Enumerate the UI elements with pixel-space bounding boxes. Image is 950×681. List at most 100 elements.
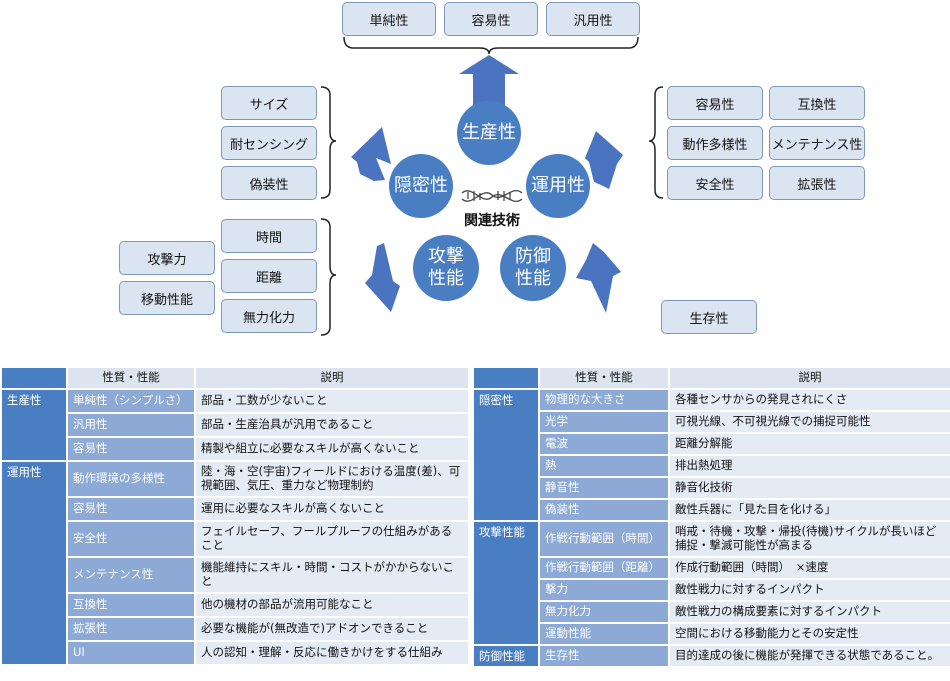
description-cell: 可視光線、不可視光線での捕捉可能性 xyxy=(670,412,950,432)
table-row: 電波 距離分解能 xyxy=(474,434,950,454)
description-cell: 機能維持にスキル・時間・コストがかからないこと xyxy=(196,558,468,592)
table-row: 安全性 フェイルセーフ、フールプルーフの仕組みがあること xyxy=(2,522,468,556)
description-cell: 哨戒・待機・攻撃・帰投(待機)サイクルが長いほど捕捉・撃滅可能性が高まる xyxy=(670,522,950,556)
description-cell: 他の機材の部品が流用可能なこと xyxy=(196,594,468,616)
property-cell: 汎用性 xyxy=(68,414,194,436)
table-right-header: 性質・性能 説明 xyxy=(474,368,950,388)
arrow-attack xyxy=(365,243,400,312)
box-attack-power: 攻撃力 xyxy=(119,241,215,275)
box-attack-distance: 距離 xyxy=(221,259,317,293)
table-row: 生産性 単純性（シンプルさ） 部品・工数が少ないこと xyxy=(2,390,468,460)
property-cell: 作戦行動範囲（時間） xyxy=(540,522,668,556)
property-cell: 動作環境の多様性 xyxy=(68,462,194,496)
table-left-header-desc: 説明 xyxy=(196,368,468,388)
description-cell: 作成行動範囲（時間） ×速度 xyxy=(670,558,950,578)
description-cell: 部品・工数が少ないこと xyxy=(196,390,468,412)
circle-operation: 運用性 xyxy=(526,154,590,218)
box-stealth-camouflage: 偽装性 xyxy=(221,166,317,200)
box-attack-mobility: 移動性能 xyxy=(119,281,215,315)
circle-attack: 攻撃 性能 xyxy=(413,235,479,301)
property-cell: 物理的な大きさ xyxy=(540,390,668,410)
description-cell: 運用に必要なスキルが高くないこと xyxy=(196,498,468,520)
box-operation-maintenance: メンテナンス性 xyxy=(769,126,865,160)
table-row: 熱 排出熱処理 xyxy=(474,456,950,476)
brace-production xyxy=(343,36,639,55)
circle-production-label: 生産性 xyxy=(462,121,516,143)
brace-attack xyxy=(320,218,337,336)
description-cell: 敵性兵器に「見た目を化ける」 xyxy=(670,500,950,520)
table-right-header-blank xyxy=(474,368,538,388)
box-operation-diversity: 動作多様性 xyxy=(667,126,763,160)
circle-operation-label: 運用性 xyxy=(531,174,585,196)
table-row: 容易性 精製や組立に必要なスキルが高くないこと xyxy=(2,438,468,460)
property-cell: 互換性 xyxy=(68,594,194,616)
property-cell: メンテナンス性 xyxy=(68,558,194,592)
category-cell: 防御性能 xyxy=(474,646,538,666)
table-left-header-prop: 性質・性能 xyxy=(68,368,194,388)
table-row: 容易性 運用に必要なスキルが高くないこと xyxy=(2,498,468,520)
arrow-stealth xyxy=(351,127,391,181)
property-cell: 容易性 xyxy=(68,438,194,460)
circle-production: 生産性 xyxy=(457,101,521,165)
property-cell: 運動性能 xyxy=(540,624,668,644)
property-cell: UI xyxy=(68,642,194,664)
table-left-header-blank xyxy=(2,368,66,388)
arrow-defense xyxy=(576,243,621,313)
table-right-header-desc: 説明 xyxy=(670,368,950,388)
circle-attack-line1: 攻撃 xyxy=(428,245,464,267)
table-row: 静音性 静音化技術 xyxy=(474,478,950,498)
circle-attack-line2: 性能 xyxy=(428,268,464,289)
dna-icon xyxy=(461,190,523,202)
category-cell: 攻撃性能 xyxy=(474,522,538,644)
circle-stealth-label: 隠密性 xyxy=(394,174,448,196)
property-cell: 光学 xyxy=(540,412,668,432)
property-cell: 撃力 xyxy=(540,580,668,600)
table-left-header: 性質・性能 説明 xyxy=(2,368,468,388)
description-cell: 人の認知・理解・反応に働きかけをする仕組み xyxy=(196,642,468,664)
property-cell: 熱 xyxy=(540,456,668,476)
box-operation-compatibility: 互換性 xyxy=(769,86,865,120)
table-left: 性質・性能 説明 生産性 単純性（シンプルさ） 部品・工数が少ないこと 汎用性 … xyxy=(0,366,470,666)
description-cell: フェイルセーフ、フールプルーフの仕組みがあること xyxy=(196,522,468,556)
table-right: 性質・性能 説明 隠密性 物理的な大きさ 各種センサからの発見されにくさ 光学 … xyxy=(472,366,950,668)
circle-stealth: 隠密性 xyxy=(389,154,453,218)
description-cell: 部品・生産治具が汎用であること xyxy=(196,414,468,436)
table-row: UI 人の認知・理解・反応に働きかけをする仕組み xyxy=(2,642,468,664)
property-cell: 作戦行動範囲（距離） xyxy=(540,558,668,578)
table-row: 運動性能 空間における移動能力とその安定性 xyxy=(474,624,950,644)
table-row: 拡張性 必要な機能が(無改造で)アドオンできること xyxy=(2,618,468,640)
circle-defense-line1: 防御 xyxy=(515,245,551,267)
box-defense-survivability: 生存性 xyxy=(661,300,757,334)
property-cell: 単純性（シンプルさ） xyxy=(68,390,194,412)
table-row: 防御性能 生存性 目的達成の後に機能が発揮できる状態であること。 xyxy=(474,646,950,666)
box-attack-neutralization: 無力化力 xyxy=(221,299,317,333)
property-cell: 偽装性 xyxy=(540,500,668,520)
box-stealth-size: サイズ xyxy=(221,86,317,120)
table-row: 攻撃性能 作戦行動範囲（時間） 哨戒・待機・攻撃・帰投(待機)サイクルが長いほど… xyxy=(474,522,950,644)
description-cell: 必要な機能が(無改造で)アドオンできること xyxy=(196,618,468,640)
description-cell: 静音化技術 xyxy=(670,478,950,498)
box-operation-extensibility: 拡張性 xyxy=(769,166,865,200)
property-cell: 電波 xyxy=(540,434,668,454)
description-cell: 各種センサからの発見されにくさ xyxy=(670,390,950,410)
box-attack-time: 時間 xyxy=(221,219,317,253)
category-cell: 運用性 xyxy=(2,462,66,664)
table-row: 互換性 他の機材の部品が流用可能なこと xyxy=(2,594,468,616)
property-cell: 拡張性 xyxy=(68,618,194,640)
box-operation-ease: 容易性 xyxy=(667,86,763,120)
description-cell: 排出熱処理 xyxy=(670,456,950,476)
description-cell: 精製や組立に必要なスキルが高くないこと xyxy=(196,438,468,460)
description-cell: 目的達成の後に機能が発揮できる状態であること。 xyxy=(670,646,950,666)
circle-defense: 防御 性能 xyxy=(500,235,566,301)
box-production-simplicity: 単純性 xyxy=(342,2,436,36)
table-row: 汎用性 部品・生産治具が汎用であること xyxy=(2,414,468,436)
box-stealth-anti-sensing: 耐センシング xyxy=(221,126,317,160)
property-cell: 無力化力 xyxy=(540,602,668,622)
table-row: 撃力 敵性戦力に対するインパクト xyxy=(474,580,950,600)
table-row: 偽装性 敵性兵器に「見た目を化ける」 xyxy=(474,500,950,520)
table-row: メンテナンス性 機能維持にスキル・時間・コストがかからないこと xyxy=(2,558,468,592)
description-cell: 敵性戦力に対するインパクト xyxy=(670,580,950,600)
table-row: 隠密性 物理的な大きさ 各種センサからの発見されにくさ xyxy=(474,390,950,520)
property-cell: 容易性 xyxy=(68,498,194,520)
